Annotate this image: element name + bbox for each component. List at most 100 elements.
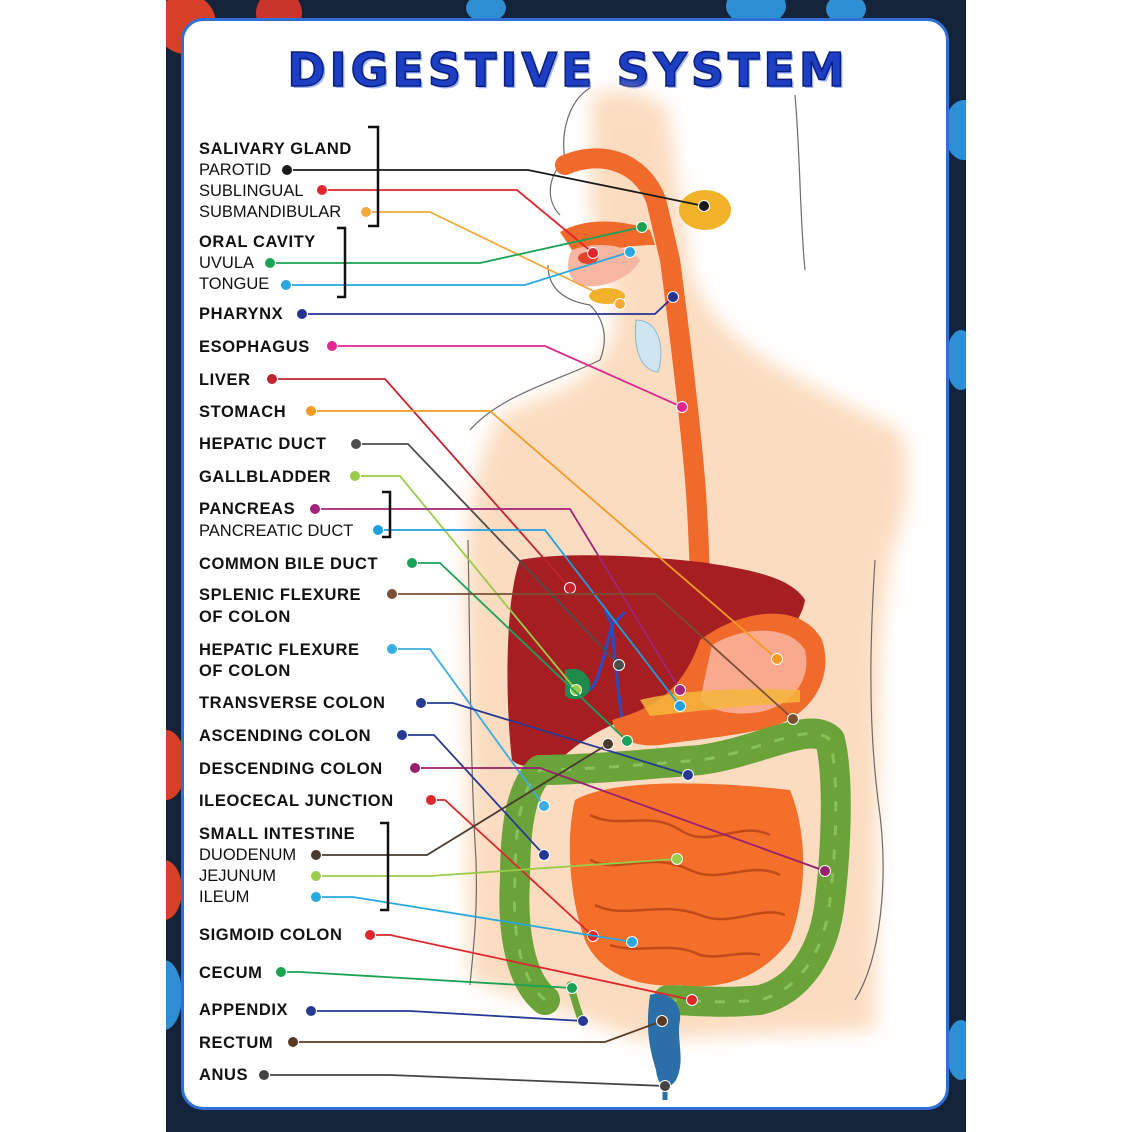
label-submandibular: SUBMANDIBULAR	[199, 203, 342, 221]
leader-line-splenic-flexure	[392, 593, 794, 720]
leader-dot-appendix-target	[577, 1015, 589, 1027]
leader-dot-ileum-target	[626, 936, 638, 948]
leader-dot-submandibular-label	[360, 206, 372, 218]
leader-line-hepatic-duct	[356, 443, 620, 666]
leader-dot-anus-target	[659, 1080, 671, 1092]
liver-shape	[507, 555, 805, 767]
leader-dot-tongue-label	[280, 279, 292, 291]
label-hepatic-flexure: HEPATIC FLEXURE	[199, 641, 360, 659]
decorative-sphere	[166, 860, 182, 920]
leader-line-common-bile-duct	[412, 562, 628, 742]
label-sigmoid-colon: SIGMOID COLON	[199, 926, 343, 944]
leader-dot-hepatic-duct-target	[613, 659, 625, 671]
label-descending-colon: DESCENDING COLON	[199, 760, 383, 778]
leader-line-liver	[272, 378, 571, 589]
page-title: DIGESTIVE SYSTEM	[287, 42, 849, 98]
label-pharynx: PHARYNX	[199, 305, 284, 323]
leader-dot-duodenum-target	[602, 738, 614, 750]
label-hepatic-flexure-2: OF COLON	[199, 662, 291, 680]
leader-lines	[258, 164, 831, 1092]
leader-dot-uvula-label	[264, 257, 276, 269]
rectum-shape	[647, 993, 681, 1087]
leader-dot-pancreas-target	[674, 684, 686, 696]
label-salivary-gland: SALIVARY GLAND	[199, 140, 352, 158]
leader-dot-pancreatic-duct-label	[372, 524, 384, 536]
leader-line-tongue	[286, 251, 631, 286]
label-sublingual: SUBLINGUAL	[199, 182, 304, 200]
leader-line-sigmoid-colon	[370, 934, 693, 1001]
label-liver: LIVER	[199, 371, 251, 389]
group-brackets	[337, 125, 392, 912]
leader-dot-common-bile-duct-target	[621, 735, 633, 747]
leader-dot-sublingual-label	[316, 184, 328, 196]
leader-line-appendix	[311, 1010, 584, 1022]
label-tongue: TONGUE	[199, 275, 270, 293]
leader-dot-sigmoid-colon-label	[364, 929, 376, 941]
leader-dot-gallbladder-target	[570, 684, 582, 696]
label-parotid: PAROTID	[199, 161, 272, 179]
decorative-sphere	[946, 330, 966, 390]
label-gallbladder: GALLBLADDER	[199, 468, 332, 486]
leader-dot-hepatic-duct-label	[350, 438, 362, 450]
leader-dot-stomach-label	[305, 405, 317, 417]
decorative-sphere	[466, 0, 506, 22]
leader-dot-rectum-label	[287, 1036, 299, 1048]
leader-dot-liver-label	[266, 373, 278, 385]
leader-dot-stomach-target	[771, 653, 783, 665]
leader-dot-ascending-colon-target	[538, 849, 550, 861]
leader-dot-appendix-label	[305, 1005, 317, 1017]
leader-dot-rectum-target	[656, 1015, 668, 1027]
label-esophagus: ESOPHAGUS	[199, 338, 310, 356]
leader-dot-ileum-label	[310, 891, 322, 903]
decorative-sphere	[944, 100, 966, 160]
leader-line-ascending-colon	[402, 734, 545, 856]
leader-dot-submandibular-target	[614, 298, 626, 310]
leader-dot-pharynx-target	[667, 291, 679, 303]
leader-dot-ileocecal-junction-label	[425, 794, 437, 806]
leader-dot-esophagus-target	[676, 401, 688, 413]
leader-line-ileum	[316, 896, 633, 943]
leader-line-transverse-colon	[421, 702, 689, 776]
leader-dot-transverse-colon-target	[682, 769, 694, 781]
label-anus: ANUS	[199, 1066, 249, 1084]
leader-dot-esophagus-label	[326, 340, 338, 352]
label-jejunum: JEJUNUM	[199, 867, 276, 885]
label-rectum: RECTUM	[199, 1034, 274, 1052]
leader-line-sublingual	[322, 189, 594, 254]
leader-line-anus	[264, 1074, 666, 1087]
leader-line-jejunum	[316, 858, 678, 877]
leader-dot-duodenum-label	[310, 849, 322, 861]
decorative-sphere	[166, 960, 182, 1030]
leader-line-esophagus	[332, 345, 683, 408]
label-ileum: ILEUM	[199, 888, 250, 906]
bile-ducts	[588, 609, 627, 721]
leader-line-pancreas	[315, 508, 681, 691]
leader-dot-splenic-flexure-target	[787, 713, 799, 725]
leader-line-uvula	[270, 226, 643, 264]
label-hepatic-duct: HEPATIC DUCT	[199, 435, 327, 453]
label-ascending-colon: ASCENDING COLON	[199, 727, 372, 745]
leader-dot-jejunum-label	[310, 870, 322, 882]
label-duodenum: DUODENUM	[199, 846, 297, 864]
leader-dot-uvula-target	[636, 221, 648, 233]
leader-dot-hepatic-flexure-target	[538, 800, 550, 812]
leader-dot-ascending-colon-label	[396, 729, 408, 741]
leader-dot-gallbladder-label	[349, 470, 361, 482]
leader-line-cecum	[281, 971, 573, 989]
leader-dot-parotid-label	[281, 164, 293, 176]
label-oral-cavity: ORAL CAVITY	[199, 233, 316, 251]
leader-dot-jejunum-target	[671, 853, 683, 865]
label-ileocecal-junction: ILEOCECAL JUNCTION	[199, 792, 394, 810]
leader-line-pancreatic-duct	[378, 529, 681, 707]
label-stomach: STOMACH	[199, 403, 287, 421]
leader-dot-descending-colon-target	[819, 865, 831, 877]
label-pancreatic-duct: PANCREATIC DUCT	[199, 522, 354, 540]
leader-dot-pharynx-label	[296, 308, 308, 320]
leader-dot-parotid-target	[698, 200, 710, 212]
leader-dot-descending-colon-label	[409, 762, 421, 774]
leader-line-duodenum	[316, 743, 609, 856]
leader-line-rectum	[293, 1020, 663, 1043]
leader-line-submandibular	[366, 211, 621, 305]
